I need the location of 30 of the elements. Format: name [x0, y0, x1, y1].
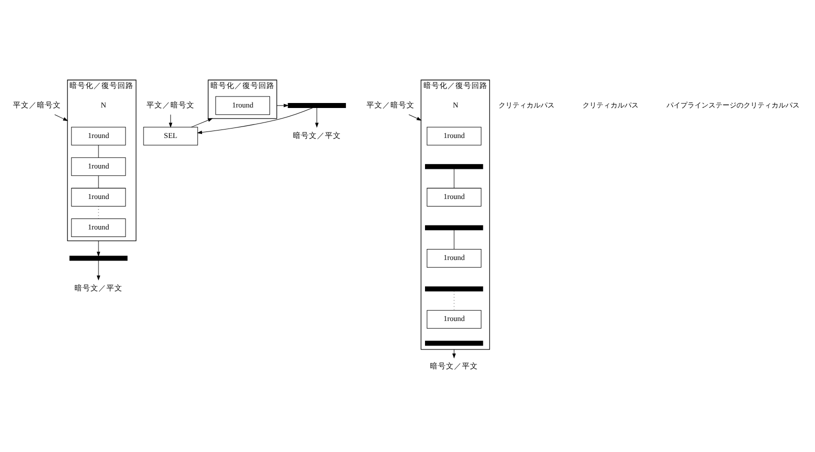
arrow	[191, 118, 212, 128]
node-box: 1round	[71, 157, 126, 176]
arrow	[452, 349, 456, 358]
node-box: 1round	[71, 126, 126, 146]
label: N	[100, 100, 106, 110]
node-bar	[69, 256, 128, 261]
node-box: 1round	[71, 188, 126, 206]
arrow	[96, 240, 100, 256]
node-bar	[425, 340, 484, 346]
arrow	[408, 114, 422, 120]
connector	[98, 175, 99, 188]
node-bar	[288, 103, 346, 108]
node-box: 1round	[426, 249, 482, 268]
node-box: 1round	[426, 310, 482, 329]
arrow	[315, 108, 318, 128]
arrow	[197, 108, 313, 134]
label: N	[452, 100, 458, 110]
node-bar	[425, 225, 484, 230]
node-box: 1round	[215, 96, 270, 115]
arrow	[276, 104, 288, 108]
arrow	[168, 114, 172, 128]
arrow	[96, 260, 100, 280]
arrow	[54, 114, 68, 121]
node-box: 1round	[426, 126, 482, 146]
node-box: SEL	[143, 126, 198, 146]
node-bar	[425, 286, 484, 292]
node-bar	[425, 164, 484, 170]
connector	[98, 144, 99, 158]
node-box: 1round	[426, 188, 482, 206]
node-box: 1round	[71, 218, 126, 238]
